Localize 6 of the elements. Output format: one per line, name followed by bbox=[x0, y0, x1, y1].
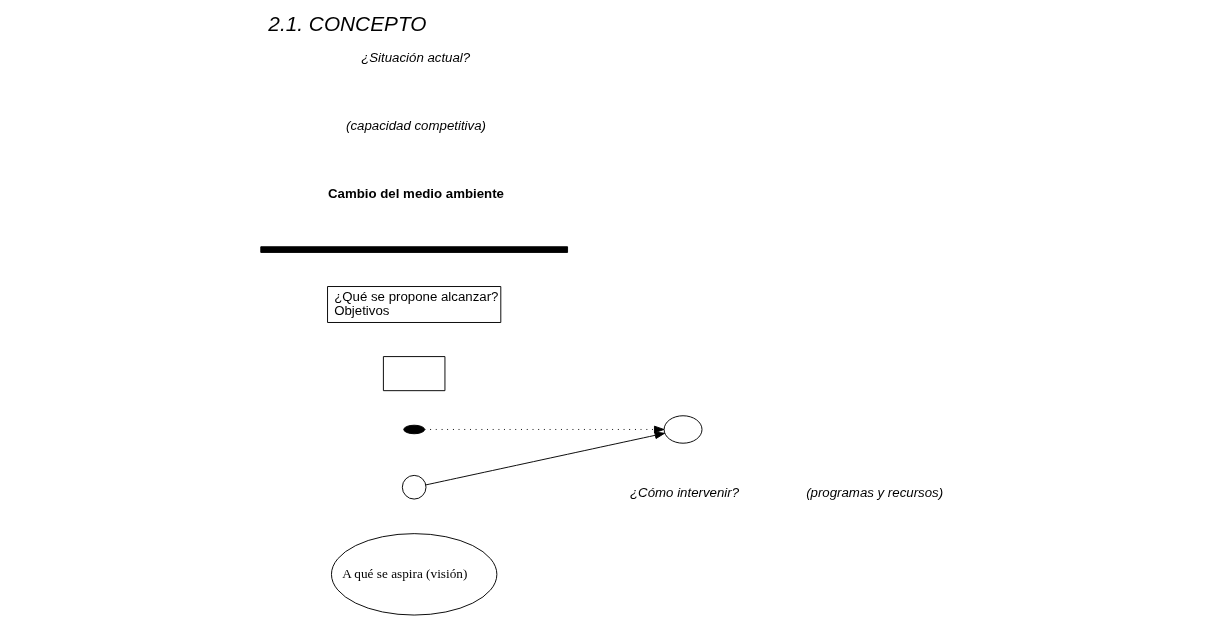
label: ¿Situación actual? bbox=[361, 49, 471, 65]
label: (capacidad competitiva) bbox=[346, 118, 486, 134]
diagram-title: 2.1. CONCEPTO bbox=[268, 12, 427, 36]
label: Cambio del medio ambiente bbox=[328, 186, 504, 202]
label: (programas y recursos) bbox=[806, 485, 944, 501]
label: ¿Cómo intervenir? bbox=[630, 485, 740, 501]
